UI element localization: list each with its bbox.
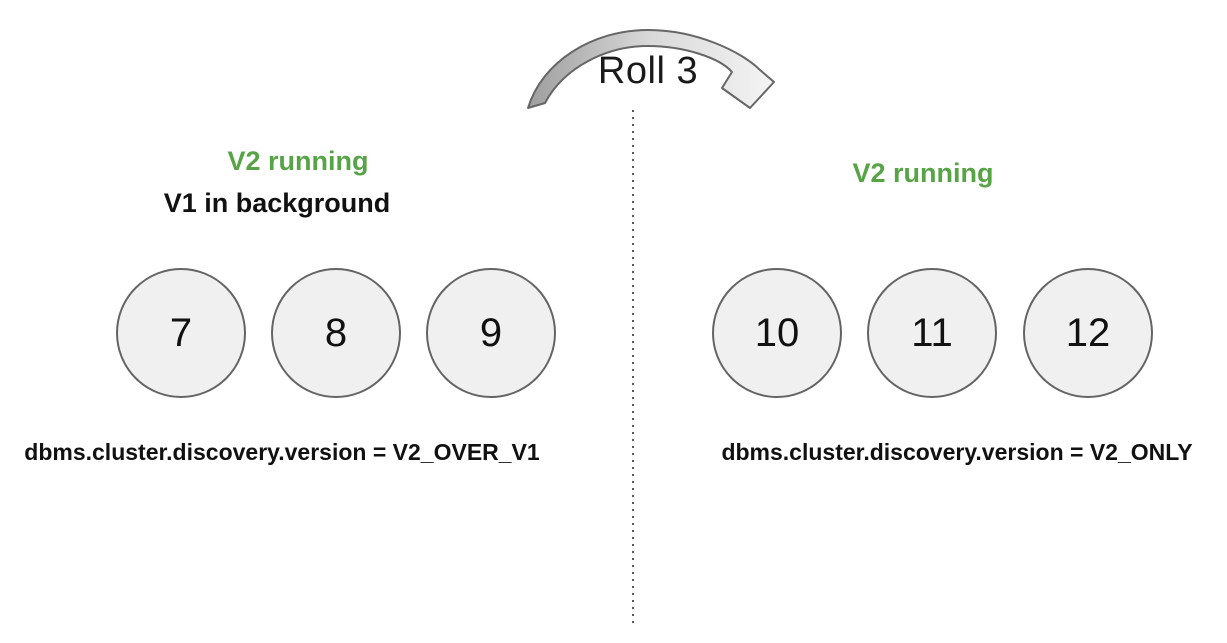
node-number: 11 [911, 310, 953, 355]
node-number: 7 [169, 310, 193, 355]
left-config-text: dbms.cluster.discovery.version = V2_OVER… [24, 439, 540, 465]
left-status-v2-running: V2 running [227, 146, 369, 176]
node-number: 10 [754, 310, 800, 355]
divider-dotted-line [632, 110, 634, 628]
node-number: 12 [1065, 310, 1111, 355]
roll-label: Roll 3 [597, 50, 699, 92]
node-circle-10: 10 [712, 268, 842, 398]
node-circle-12: 12 [1023, 268, 1153, 398]
right-config-text: dbms.cluster.discovery.version = V2_ONLY [721, 439, 1193, 465]
roll-arrow-icon [527, 29, 775, 109]
node-circle-9: 9 [426, 268, 556, 398]
left-status-v1-background: V1 in background [163, 188, 391, 218]
node-circle-7: 7 [116, 268, 246, 398]
node-circle-11: 11 [867, 268, 997, 398]
node-circle-8: 8 [271, 268, 401, 398]
node-number: 8 [324, 310, 348, 355]
node-number: 9 [479, 310, 503, 355]
right-status-v2-running: V2 running [852, 158, 994, 188]
